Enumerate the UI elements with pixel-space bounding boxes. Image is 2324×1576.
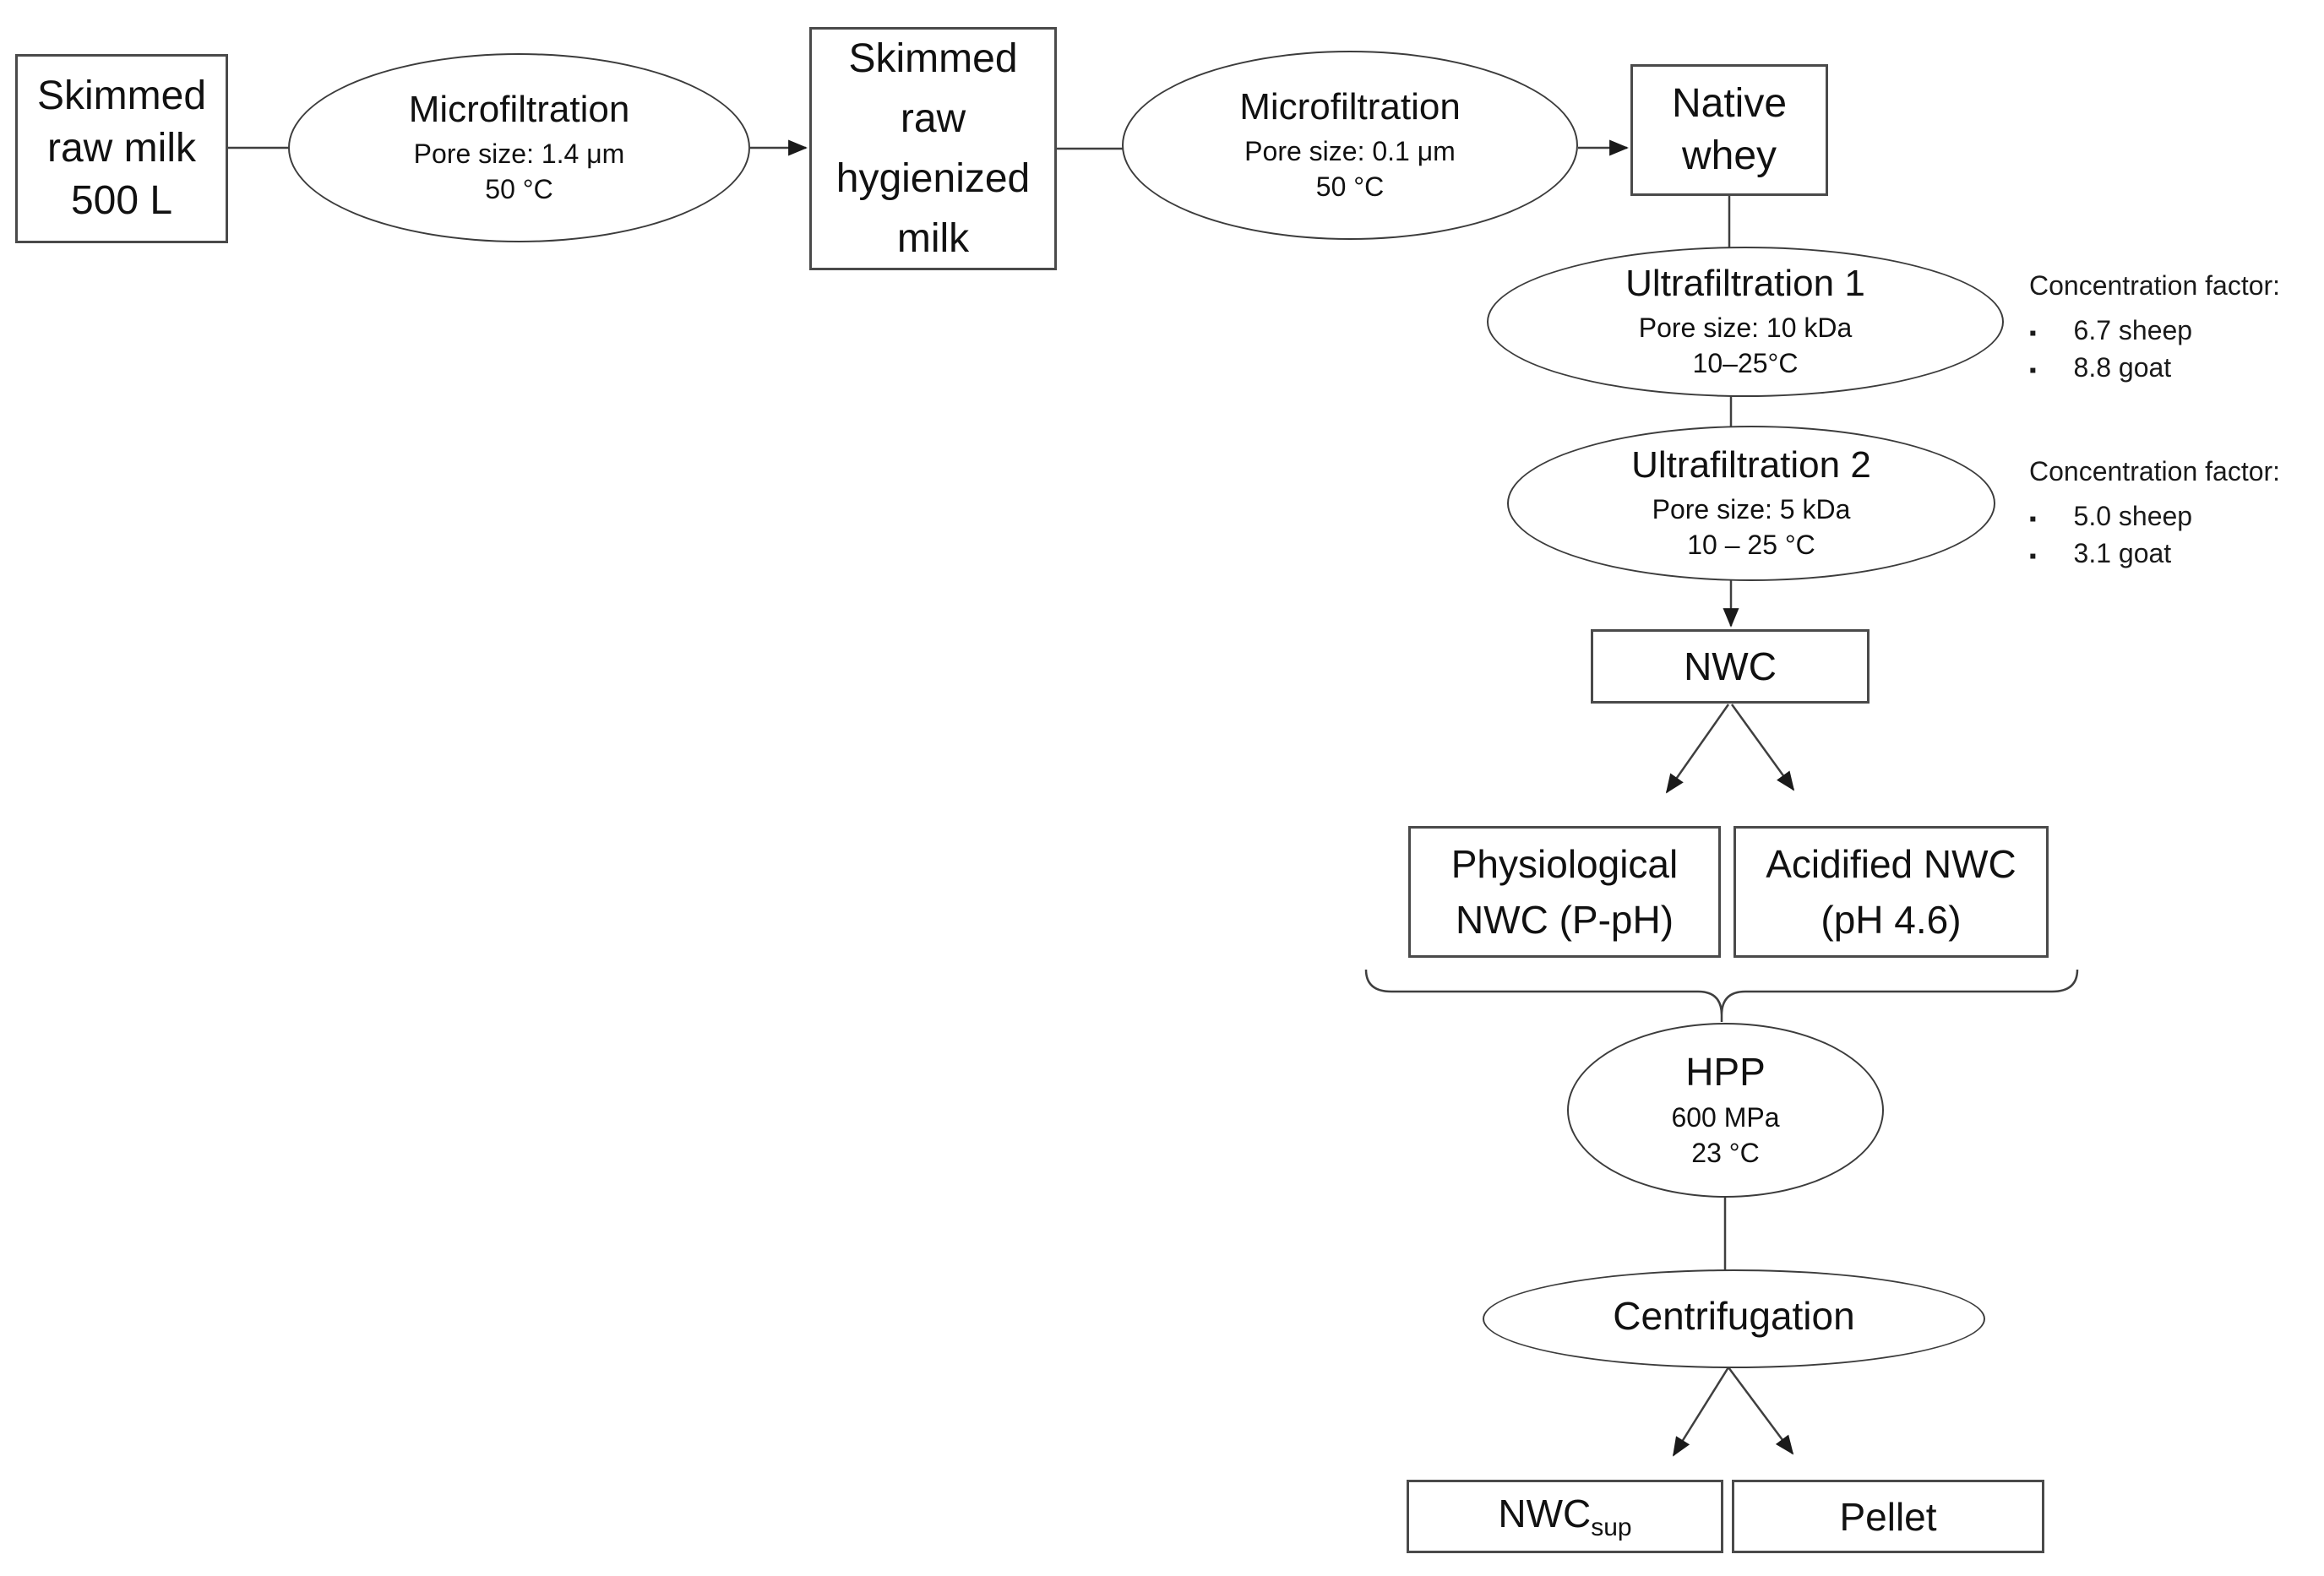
node-text-line: Skimmed [36,73,207,118]
node-label: Centrifugation [1613,1294,1855,1339]
node-detail: Pore size: 10 kDa [1638,312,1853,344]
nwc-sup-base: NWC [1498,1491,1592,1535]
node-label: NWCsup [1498,1491,1631,1542]
node-text-line: 500 L [70,178,173,223]
node-text-line: milk [896,216,970,261]
node-detail: 10 – 25 °C [1687,530,1815,561]
annotation-item: ▪ 6.7 sheep [2029,313,2321,351]
node-skimmed-raw-hygienized-milk: Skimmed raw hygienized milk [809,27,1057,270]
node-centrifugation: Centrifugation [1483,1269,1985,1368]
node-text-line: (pH 4.6) [1821,898,1962,942]
bullet-square-icon: ▪ [2029,322,2037,345]
bullet-square-icon: ▪ [2029,508,2037,530]
node-text-line: Native [1671,81,1788,126]
node-ultrafiltration-1: Ultrafiltration 1 Pore size: 10 kDa 10–2… [1487,247,2004,397]
node-detail: 50 °C [1315,171,1385,203]
annotation-item: ▪ 8.8 goat [2029,351,2321,388]
annotation-item-text: 6.7 sheep [2073,315,2193,345]
node-text-line: Acidified NWC [1766,842,2016,886]
node-text-line: Physiological [1450,842,1679,886]
arrow-centrifugation-to-pellet [1727,1367,1794,1455]
node-text-line: raw [900,96,966,141]
node-ultrafiltration-2: Ultrafiltration 2 Pore size: 5 kDa 10 – … [1507,426,1995,581]
node-text-line: whey [1681,133,1777,178]
node-skimmed-raw-milk: Skimmed raw milk 500 L [15,54,228,243]
node-microfiltration-1: Microfiltration Pore size: 1.4 μm 50 °C [288,53,750,242]
node-detail: Pore size: 0.1 μm [1244,136,1456,167]
node-native-whey: Native whey [1630,64,1828,196]
arrow-centrifugation-to-nwcsup [1672,1367,1730,1457]
node-label: Pellet [1839,1494,1937,1539]
bullet-square-icon: ▪ [2029,545,2037,568]
annotation-uf2-concentration: Concentration factor: ▪ 5.0 sheep ▪ 3.1 … [2029,454,2321,573]
node-microfiltration-2: Microfiltration Pore size: 0.1 μm 50 °C [1122,51,1578,240]
node-pellet: Pellet [1732,1480,2044,1553]
annotation-uf1-concentration: Concentration factor: ▪ 6.7 sheep ▪ 8.8 … [2029,269,2321,388]
node-detail: 23 °C [1691,1137,1760,1168]
node-detail: 600 MPa [1671,1101,1780,1133]
node-label: Ultrafiltration 2 [1631,443,1871,486]
arrow-nwc-to-physiological [1665,704,1730,794]
node-acidified-nwc: Acidified NWC (pH 4.6) [1733,826,2049,958]
annotation-title: Concentration factor: [2029,456,2281,486]
node-nwc-supernatant: NWCsup [1407,1480,1723,1553]
node-label: HPP [1685,1050,1766,1095]
node-text-line: Skimmed [848,36,1018,81]
annotation-title: Concentration factor: [2029,270,2281,301]
node-detail: Pore size: 1.4 μm [413,139,625,170]
bullet-square-icon: ▪ [2029,359,2037,382]
node-detail: Pore size: 5 kDa [1652,494,1851,525]
node-label: Ultrafiltration 1 [1625,262,1865,304]
node-hpp: HPP 600 MPa 23 °C [1567,1023,1884,1198]
node-nwc: NWC [1591,629,1870,704]
brace-group-nwc-variants [1364,969,2079,1022]
node-physiological-nwc: Physiological NWC (P-pH) [1408,826,1721,958]
arrow-nwc-to-acidified [1730,704,1795,791]
node-text-line: raw milk [47,126,196,171]
node-label: NWC [1684,644,1777,688]
node-text-line: NWC (P-pH) [1455,898,1674,942]
node-detail: 10–25°C [1692,348,1799,379]
annotation-item: ▪ 3.1 goat [2029,536,2321,573]
annotation-item-text: 8.8 goat [2073,352,2172,383]
node-detail: 50 °C [485,174,553,205]
annotation-item-text: 3.1 goat [2073,538,2172,568]
annotation-item: ▪ 5.0 sheep [2029,499,2321,536]
nwc-sup-subscript: sup [1591,1514,1632,1542]
node-label: Microfiltration [1239,85,1461,128]
node-label: Microfiltration [408,88,630,130]
node-text-line: hygienized [835,156,1031,201]
annotation-item-text: 5.0 sheep [2073,501,2193,531]
